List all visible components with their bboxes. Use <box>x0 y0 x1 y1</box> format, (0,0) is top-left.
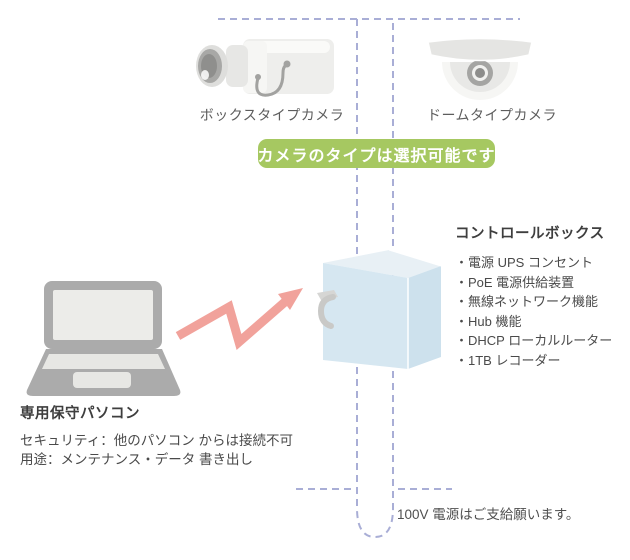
control-box-feature: ・無線ネットワーク機能 <box>455 294 599 309</box>
box-camera-label: ボックスタイプカメラ <box>199 107 345 123</box>
control-box-feature: ・1TB レコーダー <box>455 352 561 368</box>
control-box-feature: ・DHCP ローカルルーター <box>455 333 613 348</box>
control-box-feature: ・PoE 電源供給装置 <box>455 274 575 290</box>
dome-camera-label: ドームタイプカメラ <box>426 107 558 123</box>
control-box-description: コントロールボックス ・電源 UPS コンセント ・PoE 電源供給装置 ・無線… <box>455 222 630 370</box>
power-supply-note: 100V 電源はご支給願います。 <box>397 507 580 522</box>
maintenance-pc-usage-line: 用途：メンテナンス・データ 書き出し <box>20 452 253 467</box>
zigzag-arrow-icon <box>175 288 303 351</box>
box-camera-icon <box>196 39 334 97</box>
control-box-icon <box>317 249 442 369</box>
pole-outline-dashed <box>218 18 520 539</box>
laptop-icon <box>26 281 181 396</box>
maintenance-pc-description: 専用保守パソコン セキュリティ：他のパソコン からは接続不可 用途：メンテナンス… <box>20 402 350 469</box>
camera-type-banner-text: カメラのタイプは選択可能です <box>257 147 496 165</box>
maintenance-pc-title: 専用保守パソコン <box>20 406 140 422</box>
control-box-feature: ・電源 UPS コンセント <box>455 255 593 270</box>
camera-type-banner: カメラのタイプは選択可能です <box>258 139 495 168</box>
control-box-feature-list: ・電源 UPS コンセント ・PoE 電源供給装置 ・無線ネットワーク機能 ・H… <box>455 253 630 370</box>
control-box-title: コントロールボックス <box>455 226 605 242</box>
maintenance-pc-security-line: セキュリティ：他のパソコン からは接続不可 <box>20 433 293 448</box>
pole-vertical-dashed-lines <box>356 19 394 539</box>
control-box-feature: ・Hub 機能 <box>455 313 522 329</box>
dome-camera-icon <box>427 37 533 100</box>
